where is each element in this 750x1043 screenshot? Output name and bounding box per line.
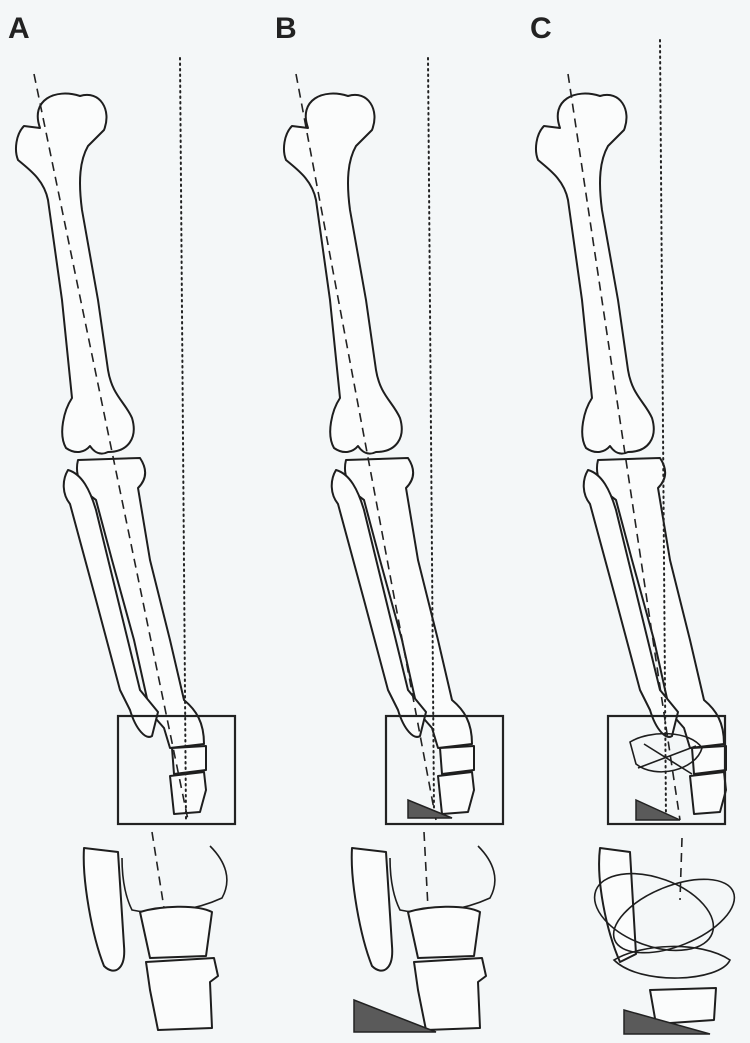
panel-b-inset-axis [424, 832, 428, 908]
panel-c-heel-wedge [636, 800, 680, 820]
panel-b-mechanical-axis [296, 74, 436, 820]
panel-a-leg-skeleton [16, 94, 206, 814]
panel-a [16, 58, 235, 1030]
panel-c [536, 40, 745, 1034]
panel-c-leg-skeleton [536, 94, 726, 814]
panel-b [284, 58, 503, 1032]
panel-a-inset-axis [152, 832, 164, 908]
panel-c-inset-calcaneus [650, 988, 716, 1024]
panel-c-inset-axis [680, 838, 682, 900]
panel-b-ankle-inset [352, 846, 495, 1030]
panel-b-leg-skeleton [284, 94, 474, 814]
panel-a-ankle-inset [84, 846, 227, 1030]
